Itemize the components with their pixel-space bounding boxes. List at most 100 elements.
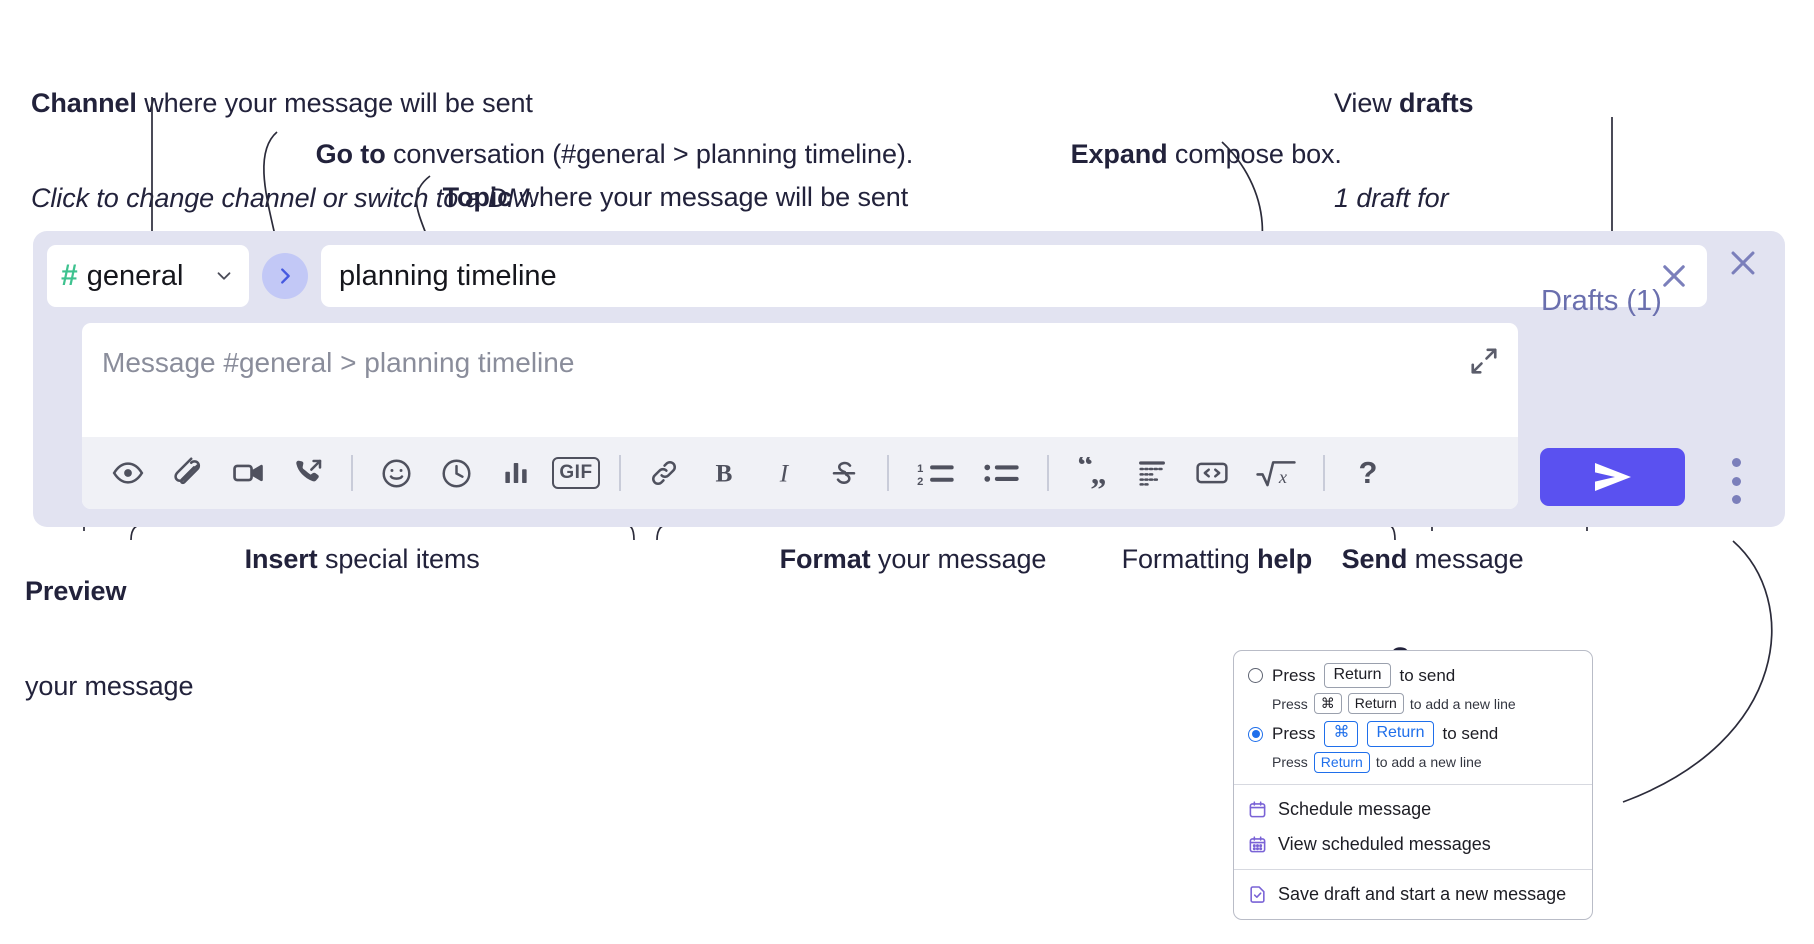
toolbar-separator bbox=[1047, 455, 1049, 491]
annotation-format: Format your message bbox=[750, 512, 1047, 608]
radio-selected-icon bbox=[1248, 726, 1263, 742]
annotation-goto-rest: conversation (#general > planning timeli… bbox=[385, 138, 914, 169]
annotation-format-rest: your message bbox=[870, 543, 1047, 574]
menu-divider bbox=[1234, 868, 1592, 870]
strikethrough-icon[interactable] bbox=[818, 447, 870, 499]
annotation-preview: Preview your message bbox=[25, 512, 193, 767]
annotation-drafts-line1: 1 draft for bbox=[1334, 183, 1449, 214]
kebab-dot bbox=[1731, 495, 1741, 504]
kebab-dot bbox=[1731, 458, 1741, 467]
emoji-icon[interactable] bbox=[370, 447, 422, 499]
option2-subtext: Press Return to add a new line bbox=[1234, 747, 1592, 775]
attachment-icon[interactable] bbox=[162, 447, 214, 499]
formatting-toolbar: GIF B I bbox=[82, 437, 1518, 509]
menu-item-view-scheduled-messages[interactable]: View scheduled messages bbox=[1234, 827, 1592, 862]
topic-input[interactable]: planning timeline bbox=[321, 245, 1707, 307]
link-icon[interactable] bbox=[638, 447, 690, 499]
annotation-insert: Insert special items bbox=[215, 512, 480, 608]
annotation-preview-bold: Preview bbox=[25, 575, 127, 606]
toolbar-separator bbox=[887, 455, 889, 491]
annotation-goto-bold: Go to bbox=[315, 138, 386, 169]
preview-icon[interactable] bbox=[102, 447, 154, 499]
send-button[interactable] bbox=[1540, 448, 1685, 506]
math-icon[interactable]: x bbox=[1246, 447, 1306, 499]
option1-subtext: Press ⌘ Return to add a new line bbox=[1234, 688, 1592, 716]
annotation-goto: Go to conversation (#general > planning … bbox=[286, 107, 914, 203]
chevron-down-icon bbox=[213, 265, 235, 287]
help-icon[interactable]: ? bbox=[1342, 447, 1394, 499]
menu-item-label: Save draft and start a new message bbox=[1278, 883, 1567, 904]
code-block-icon[interactable] bbox=[1126, 447, 1178, 499]
message-placeholder: Message #general > planning timeline bbox=[102, 347, 575, 378]
annotation-topic-rest: where your message will be sent bbox=[512, 181, 909, 212]
annotation-channel-bold: Channel bbox=[31, 87, 137, 118]
message-input-box[interactable]: Message #general > planning timeline bbox=[82, 323, 1518, 509]
drafts-link[interactable]: Drafts (1) bbox=[1541, 285, 1662, 317]
italic-icon[interactable]: I bbox=[758, 447, 810, 499]
annotation-formatting-help: Formatting help bbox=[1092, 512, 1313, 608]
bold-icon[interactable]: B bbox=[698, 447, 750, 499]
audio-call-icon[interactable] bbox=[282, 447, 334, 499]
compose-options-button[interactable] bbox=[1724, 458, 1748, 504]
option1-to-send: to send bbox=[1399, 665, 1456, 685]
gif-label: GIF bbox=[552, 457, 600, 489]
radio-unselected-icon bbox=[1248, 668, 1263, 684]
send-shortcut-options: Press Return to send Press ⌘ Return to a… bbox=[1234, 651, 1592, 784]
option1-sub-key2: Return bbox=[1347, 693, 1404, 715]
menu-item-save-draft[interactable]: Save draft and start a new message bbox=[1234, 877, 1592, 912]
annotation-send-rest: message bbox=[1407, 543, 1524, 574]
poll-icon[interactable] bbox=[490, 447, 542, 499]
svg-text:1: 1 bbox=[917, 463, 923, 475]
annotation-insert-bold: Insert bbox=[244, 543, 318, 574]
code-icon[interactable] bbox=[1186, 447, 1238, 499]
annotation-preview-line2: your message bbox=[25, 671, 194, 702]
radio-option-cmd-return[interactable]: Press ⌘ Return to send bbox=[1234, 720, 1592, 747]
topic-value: planning timeline bbox=[339, 259, 557, 292]
channel-name-label: general bbox=[86, 259, 184, 292]
option1-sub-key1: ⌘ bbox=[1313, 693, 1342, 715]
menu-item-label: Schedule message bbox=[1278, 798, 1432, 819]
menu-item-schedule-message[interactable]: Schedule message bbox=[1234, 792, 1592, 827]
clock-icon[interactable] bbox=[430, 447, 482, 499]
compose-header-row: # general planning timeline bbox=[47, 245, 1707, 307]
compose-options-menu: Press Return to send Press ⌘ Return to a… bbox=[1233, 650, 1593, 920]
option1-sub-press: Press bbox=[1272, 695, 1308, 712]
compose-panel: # general planning timeline Message #gen… bbox=[33, 231, 1785, 527]
calendar-icon bbox=[1248, 800, 1267, 819]
annotation-insert-rest: special items bbox=[317, 543, 480, 574]
calendar-grid-icon bbox=[1248, 835, 1267, 854]
toolbar-separator bbox=[1323, 455, 1325, 491]
annotation-drafts-bold: drafts bbox=[1399, 87, 1474, 118]
close-icon[interactable] bbox=[1723, 243, 1763, 283]
option2-press: Press bbox=[1272, 724, 1316, 744]
clear-topic-icon[interactable] bbox=[1657, 259, 1691, 293]
option1-key: Return bbox=[1324, 663, 1391, 689]
annotation-drafts-prefix: View bbox=[1334, 87, 1400, 118]
svg-text:2: 2 bbox=[917, 476, 923, 488]
toolbar-separator bbox=[619, 455, 621, 491]
send-arrow-icon bbox=[1594, 463, 1631, 491]
annotation-help-prefix: Formatting bbox=[1121, 543, 1258, 574]
draft-group: Save draft and start a new message bbox=[1234, 870, 1592, 919]
goto-conversation-button[interactable] bbox=[262, 253, 308, 299]
ordered-list-icon[interactable]: 1 2 bbox=[906, 447, 966, 499]
toolbar-separator bbox=[351, 455, 353, 491]
svg-text:x: x bbox=[1278, 467, 1288, 487]
save-draft-icon bbox=[1248, 885, 1267, 904]
option2-to-send: to send bbox=[1442, 724, 1499, 744]
radio-option-return[interactable]: Press Return to send bbox=[1234, 662, 1592, 689]
bulleted-list-icon[interactable] bbox=[974, 447, 1030, 499]
annotation-send-bold: Send bbox=[1341, 543, 1408, 574]
svg-text:I: I bbox=[779, 460, 790, 488]
menu-item-label: View scheduled messages bbox=[1278, 833, 1491, 854]
blockquote-icon[interactable]: “ „ bbox=[1066, 447, 1118, 499]
channel-picker[interactable]: # general bbox=[47, 245, 249, 307]
video-icon[interactable] bbox=[222, 447, 274, 499]
option2-sub-tail: to add a new line bbox=[1375, 754, 1482, 771]
svg-text:B: B bbox=[716, 460, 733, 488]
gif-icon[interactable]: GIF bbox=[550, 447, 602, 499]
option2-key1: ⌘ bbox=[1324, 721, 1359, 747]
expand-icon[interactable] bbox=[1466, 343, 1502, 379]
option2-key2: Return bbox=[1367, 721, 1434, 747]
annotation-format-bold: Format bbox=[779, 543, 871, 574]
